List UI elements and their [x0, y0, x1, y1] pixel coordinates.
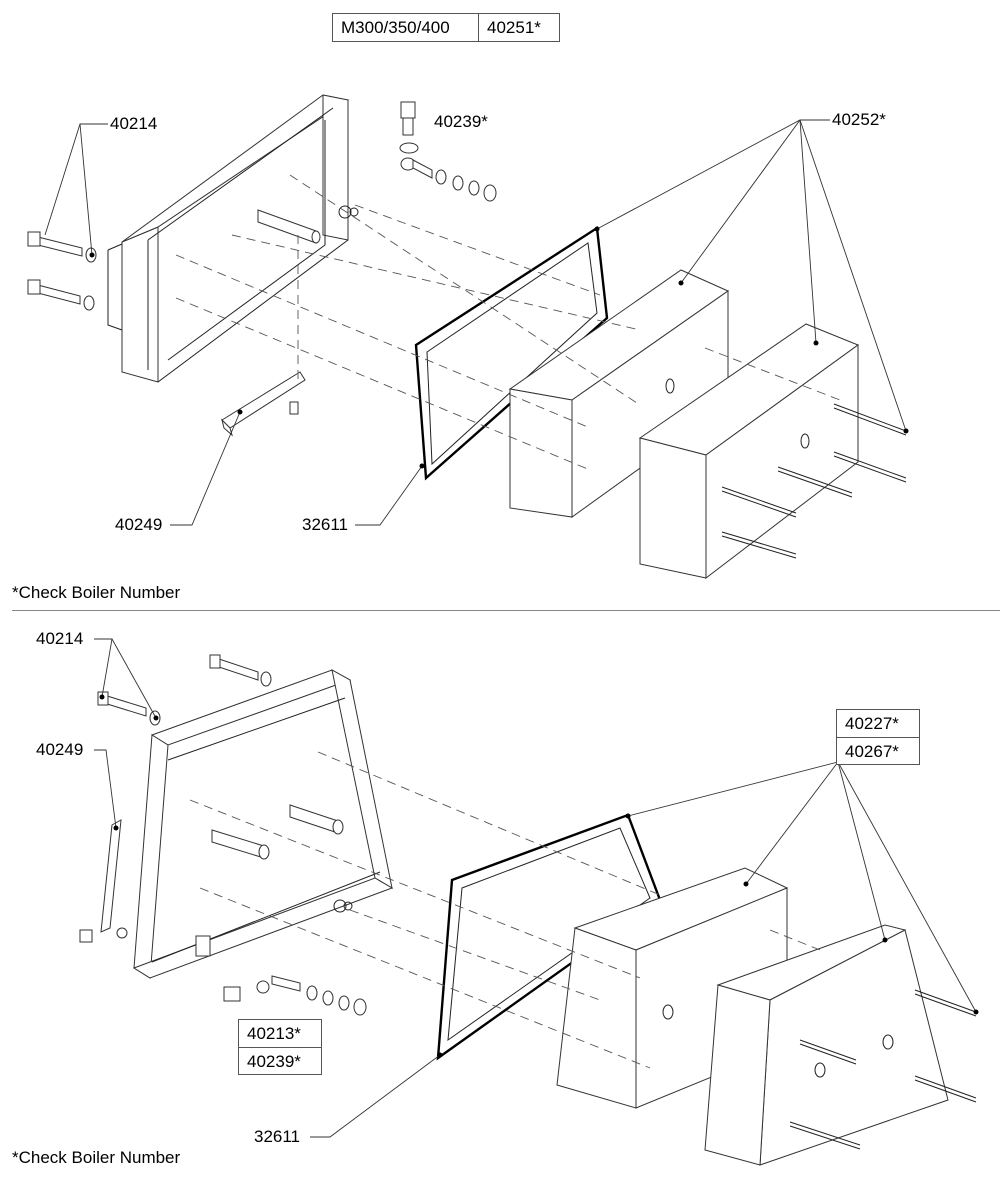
top-bracket — [221, 371, 306, 437]
bottom-front-frame — [132, 669, 394, 979]
label-bottom-screw-b: 40239* — [239, 1047, 321, 1074]
top-front-frame — [107, 94, 359, 383]
label-top-screw: 40239* — [434, 112, 488, 131]
bottom-chamber-label-box: 40227* 40267* — [836, 709, 920, 765]
bottom-chamber-2 — [704, 924, 949, 1166]
bottom-rods — [789, 989, 977, 1150]
bottom-dashed-guides — [189, 751, 821, 1069]
top-tube — [257, 209, 321, 244]
top-chamber-1 — [508, 269, 730, 518]
top-check-boiler-note: *Check Boiler Number — [12, 583, 181, 602]
model-part-table: M300/350/400 40251* — [332, 13, 560, 42]
top-rods — [721, 403, 907, 559]
label-bottom-bracket: 40249 — [36, 740, 84, 759]
bottom-screw-assembly — [223, 975, 367, 1016]
top-gasket — [414, 225, 609, 481]
label-top-bracket: 40249 — [115, 515, 163, 534]
bottom-bracket — [79, 819, 128, 943]
label-bottom-gasket: 32611 — [254, 1127, 301, 1146]
label-top-chamber: 40252* — [832, 110, 886, 129]
top-leaders — [44, 119, 909, 526]
label-bottom-screw-a: 40213* — [247, 1024, 301, 1043]
bottom-check-boiler-note: *Check Boiler Number — [12, 1148, 181, 1167]
model-cell: M300/350/400 — [333, 14, 479, 41]
label-bottom-chamber-a: 40227* — [845, 714, 899, 733]
label-top-bolts: 40214 — [110, 114, 158, 133]
top-chamber-2 — [638, 323, 860, 580]
top-bolts — [27, 231, 97, 311]
top-dashed-guides — [175, 174, 841, 471]
top-screw-assembly — [399, 101, 497, 202]
bottom-tubes — [211, 804, 344, 860]
label-bottom-chamber-b: 40267* — [837, 737, 919, 764]
section-divider — [12, 610, 1000, 611]
label-top-gasket: 32611 — [302, 515, 349, 534]
label-bottom-bolts: 40214 — [36, 629, 84, 648]
bottom-screw-label-box: 40213* 40239* — [238, 1019, 322, 1075]
part-cell: 40251* — [487, 17, 541, 37]
bottom-leaders — [94, 638, 979, 1138]
